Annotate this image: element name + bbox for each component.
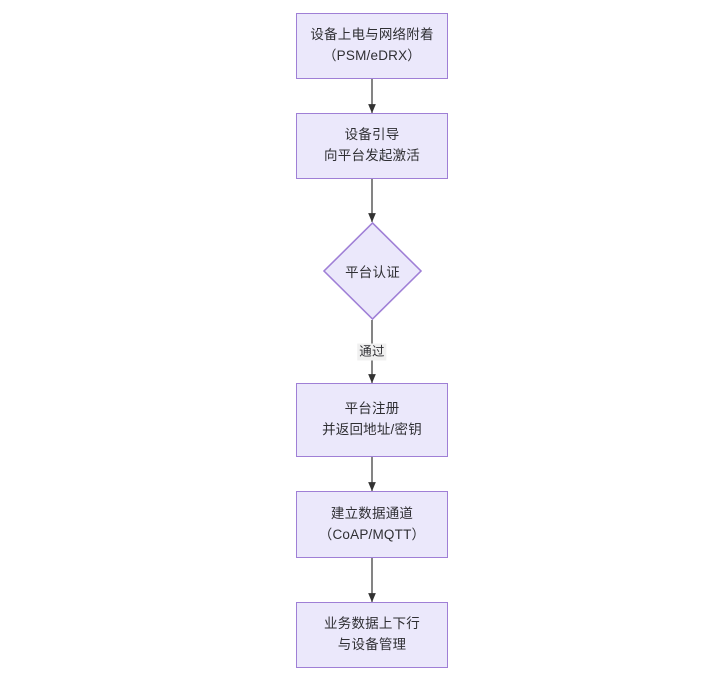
diamond-shape [323,222,422,320]
node-line: 平台认证 [345,265,400,280]
node-device-bootstrap[interactable]: 设备引导 向平台发起激活 [296,113,448,179]
node-platform-authentication[interactable]: 平台认证 [323,222,422,320]
node-business-data-and-management[interactable]: 业务数据上下行 与设备管理 [296,602,448,668]
node-establish-data-channel[interactable]: 建立数据通道 （CoAP/MQTT） [296,491,448,558]
node-device-power-on[interactable]: 设备上电与网络附着 （PSM/eDRX） [296,13,448,79]
node-platform-registration[interactable]: 平台注册 并返回地址/密钥 [296,383,448,457]
node-line: 建立数据通道 [330,505,414,521]
node-line: （PSM/eDRX） [322,48,422,63]
node-line: （CoAP/MQTT） [318,526,426,542]
node-line: 业务数据上下行 [324,616,420,632]
node-line: 设备引导 [344,127,400,143]
node-line: 平台注册 [344,401,400,417]
node-line: 与设备管理 [337,637,407,652]
node-line: 并返回地址/密钥 [322,422,422,437]
node-line: 向平台发起激活 [324,148,420,163]
node-line: 设备上电与网络附着 [310,27,434,43]
edge-label-pass: 通过 [357,343,387,361]
